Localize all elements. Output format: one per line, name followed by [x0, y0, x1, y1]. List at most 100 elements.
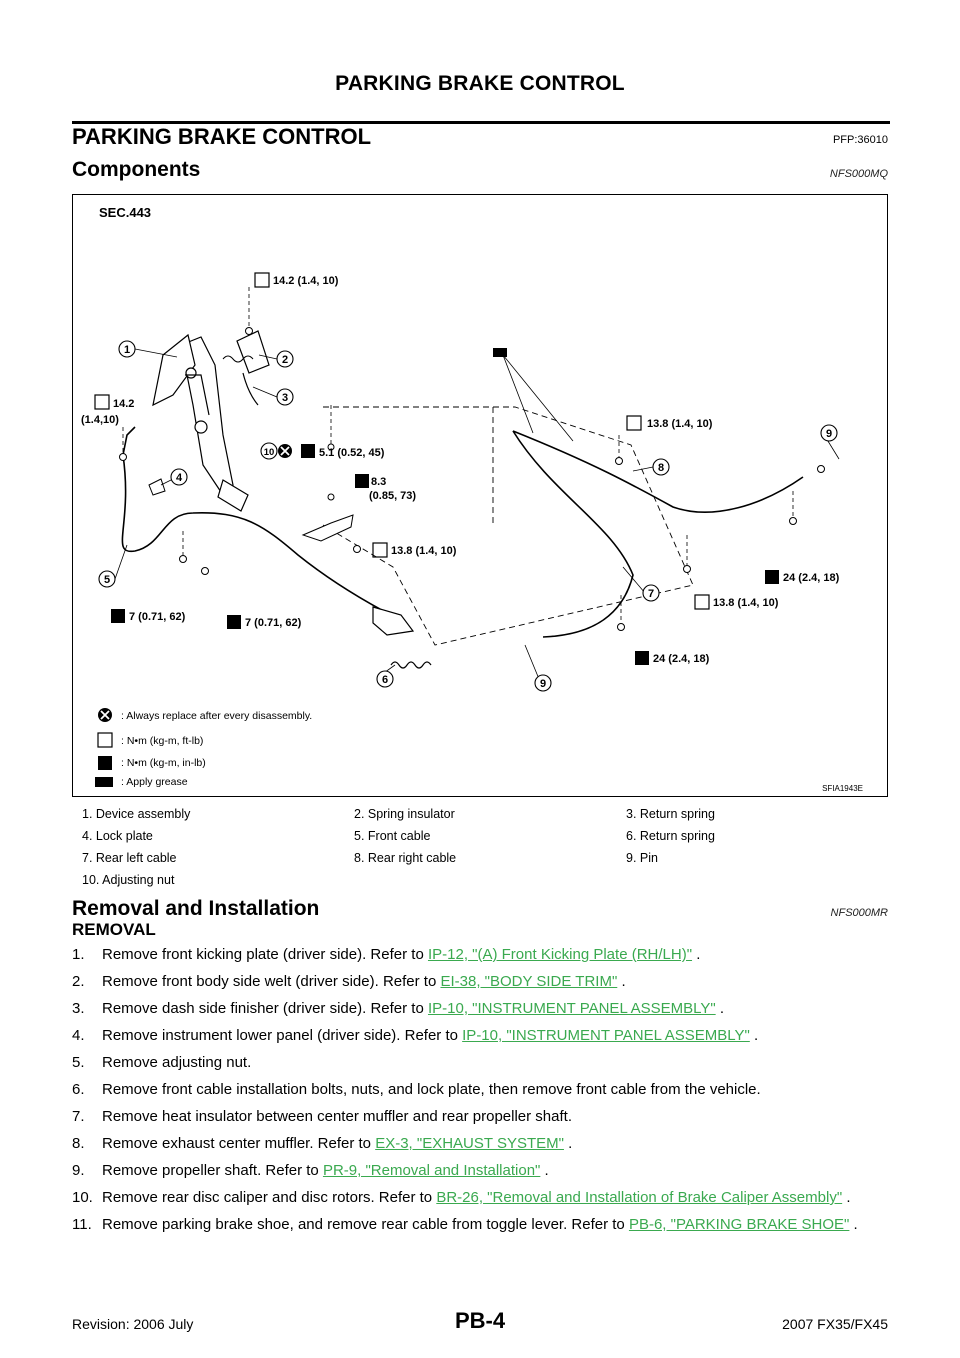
svg-text:7 (0.71, 62): 7 (0.71, 62)	[245, 617, 302, 629]
step-text: Remove instrument lower panel (driver si…	[102, 1026, 888, 1046]
step-instruction: Remove front kicking plate (driver side)…	[102, 946, 428, 963]
step-suffix: .	[849, 1216, 858, 1233]
return-spring-upper	[222, 355, 254, 363]
svg-text:13.8 (1.4, 10): 13.8 (1.4, 10)	[391, 545, 457, 557]
grease-leaders	[502, 354, 574, 442]
svg-text:7 (0.71, 62): 7 (0.71, 62)	[129, 611, 186, 623]
step-instruction: Remove heat insulator between center muf…	[102, 1108, 572, 1125]
svg-text:8: 8	[658, 462, 664, 474]
components-code: NFS000MQ	[829, 168, 888, 180]
front-cable	[121, 426, 392, 616]
parts-row: 1. Device assembly 2. Spring insulator 3…	[82, 807, 715, 821]
svg-text:14.2: 14.2	[113, 398, 134, 410]
step-suffix: .	[842, 1189, 851, 1206]
step-instruction: Remove propeller shaft. Refer to	[102, 1162, 323, 1179]
removal-step: 9.Remove propeller shaft. Refer to PR-9,…	[72, 1161, 888, 1181]
figure-id: SFIA1943E	[822, 784, 863, 793]
torque-icons	[94, 272, 779, 665]
svg-text:10: 10	[264, 447, 275, 458]
step-suffix: .	[692, 946, 701, 963]
footer-model: 2007 FX35/FX45	[782, 1316, 888, 1332]
svg-text:7: 7	[648, 588, 654, 600]
step-number: 2.	[72, 973, 85, 990]
removal-step: 6.Remove front cable installation bolts,…	[72, 1080, 888, 1100]
header-rule	[72, 121, 890, 124]
removal-step: 11. Remove parking brake shoe, and remove…	[72, 1215, 888, 1235]
removal-step: 2. Remove front body side welt (driver si…	[72, 972, 888, 992]
step-instruction: Remove adjusting nut.	[102, 1054, 252, 1071]
step-suffix: .	[715, 1000, 724, 1017]
removal-step: 3. Remove dash side finisher (driver side…	[72, 999, 888, 1019]
fasteners	[119, 327, 825, 631]
svg-text:5.1 (0.52, 45): 5.1 (0.52, 45)	[319, 447, 385, 459]
step-text: Remove dash side finisher (driver side).…	[102, 999, 888, 1019]
svg-text:1: 1	[124, 344, 130, 356]
equalizer	[372, 606, 415, 636]
svg-text:13.8 (1.4, 10): 13.8 (1.4, 10)	[647, 418, 713, 430]
step-number: 6.	[72, 1081, 85, 1098]
svg-text:(0.85, 73): (0.85, 73)	[369, 490, 416, 502]
step-text: Remove propeller shaft. Refer to PR-9, "…	[102, 1161, 888, 1181]
removal-code: NFS000MR	[830, 907, 888, 919]
step-instruction: Remove exhaust center muffler. Refer to	[102, 1135, 376, 1152]
removal-step: 8.Remove exhaust center muffler. Refer t…	[72, 1134, 888, 1154]
svg-text:4: 4	[176, 472, 183, 484]
svg-text:(1.4,10): (1.4,10)	[81, 414, 119, 426]
frame-outline	[322, 406, 694, 646]
step-instruction: Remove instrument lower panel (driver si…	[102, 1027, 463, 1044]
torque-leaders	[122, 287, 794, 623]
step-instruction: Remove front body side welt (driver side…	[102, 973, 441, 990]
step-instruction: Remove dash side finisher (driver side).…	[102, 1000, 428, 1017]
callout-circles	[98, 340, 838, 692]
removal-title: Removal and Installation	[72, 897, 320, 920]
svg-text:6: 6	[382, 674, 388, 686]
svg-text:: Always replace after every d: : Always replace after every disassembly…	[121, 710, 312, 722]
section-pfp: PFP:36010	[832, 134, 888, 146]
step-text: Remove heat insulator between center muf…	[102, 1107, 888, 1127]
step-text: Remove parking brake shoe, and remove re…	[102, 1215, 888, 1235]
svg-text:8.3: 8.3	[371, 476, 386, 488]
parts-table: 1. Device assembly 2. Spring insulator 3…	[72, 803, 888, 891]
reference-link[interactable]: PR-9, "Removal and Installation"	[322, 1162, 541, 1179]
step-number: 7.	[72, 1108, 85, 1125]
step-text: Remove exhaust center muffler. Refer to …	[102, 1134, 888, 1154]
parts-row: 7. Rear left cable 8. Rear right cable 9…	[82, 851, 658, 865]
lock-plate	[148, 478, 166, 496]
parts-row: 4. Lock plate 5. Front cable 6. Return s…	[82, 829, 715, 843]
components-figure: SEC.443	[72, 194, 888, 797]
svg-text:9: 9	[826, 428, 832, 440]
step-number: 11.	[72, 1216, 92, 1233]
reference-link[interactable]: EX-3, "EXHAUST SYSTEM"	[375, 1135, 564, 1152]
step-number: 3.	[72, 1000, 85, 1017]
reference-link[interactable]: IP-10, "INSTRUMENT PANEL ASSEMBLY"	[462, 1027, 750, 1044]
step-text: Remove adjusting nut.	[102, 1053, 888, 1073]
step-suffix: .	[749, 1027, 759, 1044]
svg-text:24 (2.4, 18): 24 (2.4, 18)	[653, 653, 710, 665]
adjuster-bracket	[301, 514, 354, 542]
reference-link[interactable]: BR-26, "Removal and Installation of Brak…	[436, 1189, 843, 1206]
svg-text:3: 3	[282, 392, 288, 404]
components-diagram: SEC.443	[81, 205, 863, 793]
step-text: Remove front body side welt (driver side…	[102, 972, 888, 992]
reference-link[interactable]: PB-6, "PARKING BRAKE SHOE"	[628, 1216, 850, 1233]
reference-link[interactable]: IP-10, "INSTRUMENT PANEL ASSEMBLY"	[427, 1000, 716, 1017]
replace-marker-icon	[278, 444, 292, 458]
step-suffix: .	[563, 1135, 573, 1152]
svg-text:14.2 (1.4, 10): 14.2 (1.4, 10)	[273, 275, 339, 287]
step-number: 5.	[72, 1054, 85, 1071]
svg-text:2: 2	[282, 354, 288, 366]
step-number: 10.	[72, 1189, 93, 1206]
reference-link[interactable]: EI-38, "BODY SIDE TRIM"	[440, 973, 618, 990]
spring-insulator	[236, 330, 270, 406]
step-number: 4.	[72, 1027, 85, 1044]
removal-step: 5. Remove adjusting nut.	[72, 1053, 888, 1073]
footer-revision: Revision: 2006 July	[72, 1316, 194, 1332]
section-title: PARKING BRAKE CONTROL	[72, 124, 372, 149]
reference-link[interactable]: IP-12, "(A) Front Kicking Plate (RH/LH)"	[427, 946, 693, 963]
svg-text:: N•m (kg-m, ft-lb): : N•m (kg-m, ft-lb)	[121, 735, 203, 747]
page-number: PB-4	[454, 1308, 506, 1333]
callout-labels: 1 2 3 4 5 6 7 8 9 9 10	[104, 344, 832, 690]
torque-ftlb-legend-icon	[97, 732, 113, 748]
step-number: 1.	[72, 946, 85, 963]
removal-step: 7. Remove heat insulator between center m…	[72, 1107, 888, 1127]
